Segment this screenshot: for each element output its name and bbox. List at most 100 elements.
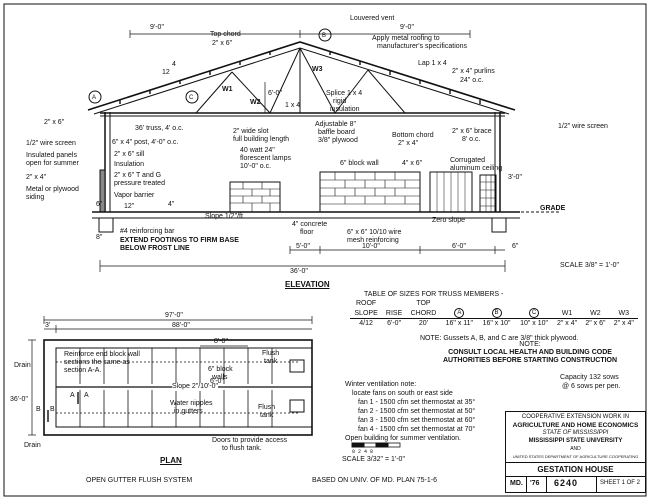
label-top-chord-size: 2" x 6" [212, 40, 233, 47]
dim-top-right: 9'-0" [400, 24, 414, 31]
label-wire-screen-left: 1/2" wire screen [26, 140, 76, 147]
label-2x6: 2" x 6" [44, 119, 65, 126]
label-lamps: 40 watt 24" [240, 147, 275, 154]
plan-nipples: Water nipples [170, 400, 213, 407]
plan-doors: Doors to provide access [212, 437, 288, 444]
footing-left [98, 217, 114, 233]
label-w3: W3 [312, 66, 323, 73]
th2-slope: SLOPE [354, 309, 378, 317]
label-baffle-3: 3/8" plywood [318, 137, 358, 144]
gusset-a-marker [88, 90, 102, 104]
plan-drain-bottom: Drain [24, 442, 41, 449]
top-chord [93, 47, 510, 115]
label-zero-slope: Zero slope [432, 217, 466, 224]
tb-year: '76 [530, 480, 540, 487]
plan-reinforce-3: section A-A. [64, 367, 102, 374]
capacity-2: @ 6 sows per pen. [562, 383, 621, 390]
note-heading: NOTE: [519, 341, 541, 348]
label-metal-roofing: Apply metal roofing to [372, 35, 440, 42]
title-block-agency: COOPERATIVE EXTENSION WORK IN AGRICULTUR… [506, 412, 645, 463]
footer-left: OPEN GUTTER FLUSH SYSTEM [86, 477, 193, 484]
elevation-dimensions [99, 30, 506, 272]
plan-dim-overall: 97'-0" [165, 312, 183, 319]
label-insulation-rigid: insulation [330, 106, 360, 113]
truss-table-row: 4/12 6'-0" 20' 16" x 11" 16" x 10" 10" x… [350, 318, 638, 328]
th1-0: ROOF [355, 300, 377, 307]
label-bottom-chord: Bottom chord [392, 132, 434, 139]
label-louvered-vent: Louvered vent [350, 15, 395, 22]
label-sill: 2" x 6" sill [114, 151, 145, 158]
dim-bottom-a: 5'-0" [296, 243, 310, 250]
td-gusset-b: 16" x 10" [477, 318, 516, 328]
label-tg: 2" x 6" T and G [114, 172, 162, 179]
td-w1: 2" x 4" [552, 318, 582, 328]
td-w3: 2" x 4" [609, 318, 638, 328]
th1-4 [478, 299, 516, 308]
plan-flush-1: Flush [262, 350, 280, 357]
label-baffle-2: baffle board [318, 129, 355, 136]
th2-w2: W2 [590, 309, 601, 317]
vent-title: Winter ventilation note: [345, 381, 417, 388]
label-rebar: #4 reinforcing bar [120, 228, 175, 235]
dim-footing-width: 12" [124, 203, 135, 210]
gusset-b-marker [318, 28, 332, 42]
gusset-c-marker [185, 90, 199, 104]
label-trusses: 36' truss, 4' o.c. [135, 125, 184, 132]
label-pitch-run: 12 [162, 69, 170, 76]
dim-overall: 36'-0" [290, 268, 308, 275]
label-w2: W2 [250, 99, 261, 106]
th2-w1: W1 [561, 309, 573, 317]
th1-3 [441, 299, 478, 308]
plan-scale: SCALE 3/32" = 1'-0" [342, 456, 405, 463]
dim-bottom-c: 6'-0" [452, 243, 466, 250]
label-concrete-2: floor [300, 229, 314, 236]
label-slot-2: full building length [233, 136, 290, 143]
label-pitch-rise: 4 [172, 61, 176, 68]
plan-dim-width: 36'-0" [10, 396, 28, 403]
sheet-border [3, 3, 647, 497]
block-wall-center-courses [320, 172, 420, 205]
tb-line-6: UNITED STATES DEPARTMENT OF AGRICULTURE … [512, 454, 639, 459]
vent-fan-1: fan 1 - 1500 cfm set thermostat at 35° [358, 399, 476, 406]
gusset-c-letter: C [189, 95, 194, 101]
plan-scale-bar-labels: 0 2 4 8 [352, 449, 374, 455]
plan-section-b-2: B [50, 406, 55, 413]
flush-tank-top [289, 359, 305, 373]
dim-six-inch: 6" [96, 201, 103, 208]
label-wire-screen-right: 1/2" wire screen [558, 123, 608, 130]
tb-name: GESTATION HOUSE [537, 465, 614, 474]
tb-md: MD. [510, 480, 523, 487]
label-baffle: Adjustable 8" [315, 121, 357, 128]
plan-drain-top: Drain [14, 362, 31, 369]
pen-gate-bars [436, 172, 466, 212]
label-tg-2: pressure treated [114, 180, 165, 187]
tb-line-4: MISSISSIPPI STATE UNIVERSITY [528, 438, 623, 444]
truss-webs [195, 47, 406, 114]
plan-section-a: A [70, 392, 75, 399]
dim-inner-height: 6'-0" [268, 90, 282, 97]
truss-table-header-2: SLOPE RISE CHORD A B C W1 W2 W3 [350, 308, 638, 319]
plan-reinforce-2: sections the same as [64, 359, 130, 366]
label-corrugated: Corrugated [450, 157, 486, 164]
title-block: COOPERATIVE EXTENSION WORK IN AGRICULTUR… [505, 411, 646, 493]
label-corrugated-2: aluminum ceiling [450, 165, 503, 172]
gusset-b-letter: B [322, 33, 327, 39]
label-post: 6" x 4" post, 4'-0" o.c. [112, 139, 179, 146]
td-rise: 6'-0" [382, 318, 407, 328]
tb-line-2: AGRICULTURE AND HOME ECONOMICS [512, 422, 639, 429]
tb-sheet: SHEET 1 OF 2 [600, 480, 640, 486]
label-splice: Splice 1 x 4 [326, 90, 363, 97]
th2-w3: W3 [618, 309, 630, 317]
plan-reinforce: Reinforce end block wall [64, 351, 140, 358]
tb-line-1: COOPERATIVE EXTENSION WORK IN [521, 414, 630, 420]
th2-gusset-a: A [454, 308, 465, 318]
right-screen-mesh [480, 175, 496, 212]
label-lamps-3: 10'-0" o.c. [240, 163, 272, 170]
flush-tank-bottom [289, 399, 305, 413]
label-panels: Insulated panels [26, 152, 77, 159]
tb-line-3: STATE OF MISSISSIPPI [542, 430, 609, 436]
th1-7 [581, 299, 609, 308]
note-line-1: CONSULT LOCAL HEALTH AND BUILDING CODE [448, 349, 612, 356]
footing-right [491, 217, 507, 233]
